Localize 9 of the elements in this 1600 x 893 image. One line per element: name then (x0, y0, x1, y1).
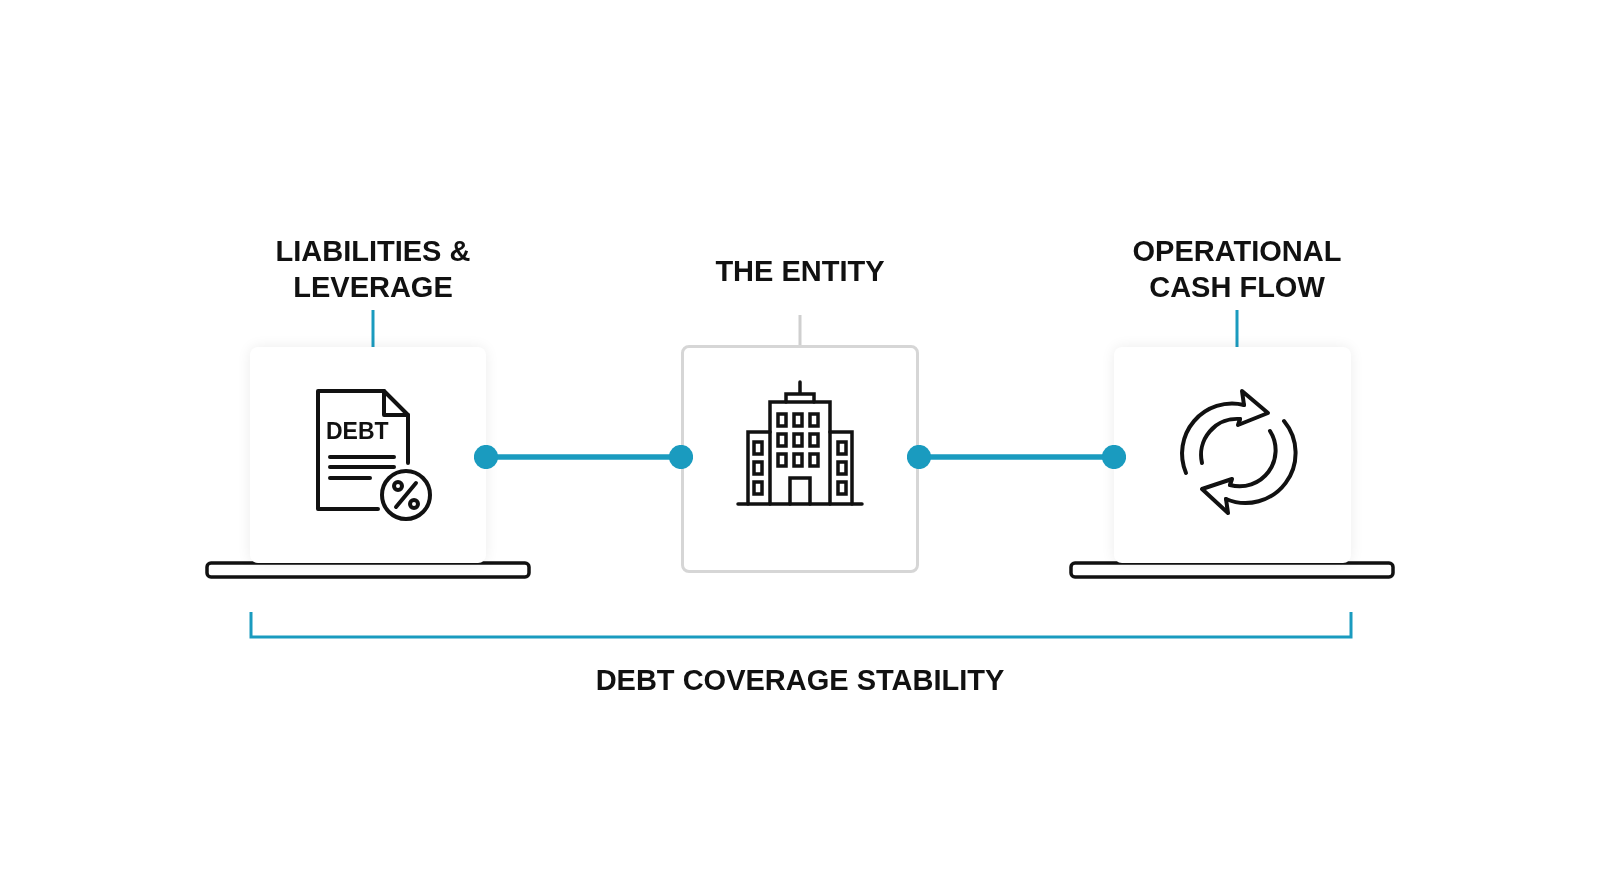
shelf-base (205, 561, 531, 579)
node-heading: THE ENTITY (714, 254, 886, 289)
bracket-caption: DEBT COVERAGE STABILITY (594, 663, 1006, 698)
connector-line (473, 444, 694, 470)
document-label: DEBT (326, 419, 389, 443)
node-heading: OPERATIONAL CASH FLOW (1131, 234, 1343, 305)
shelf-base (1069, 561, 1395, 579)
connector-line (906, 444, 1127, 470)
node-heading: LIABILITIES & LEVERAGE (274, 234, 472, 305)
